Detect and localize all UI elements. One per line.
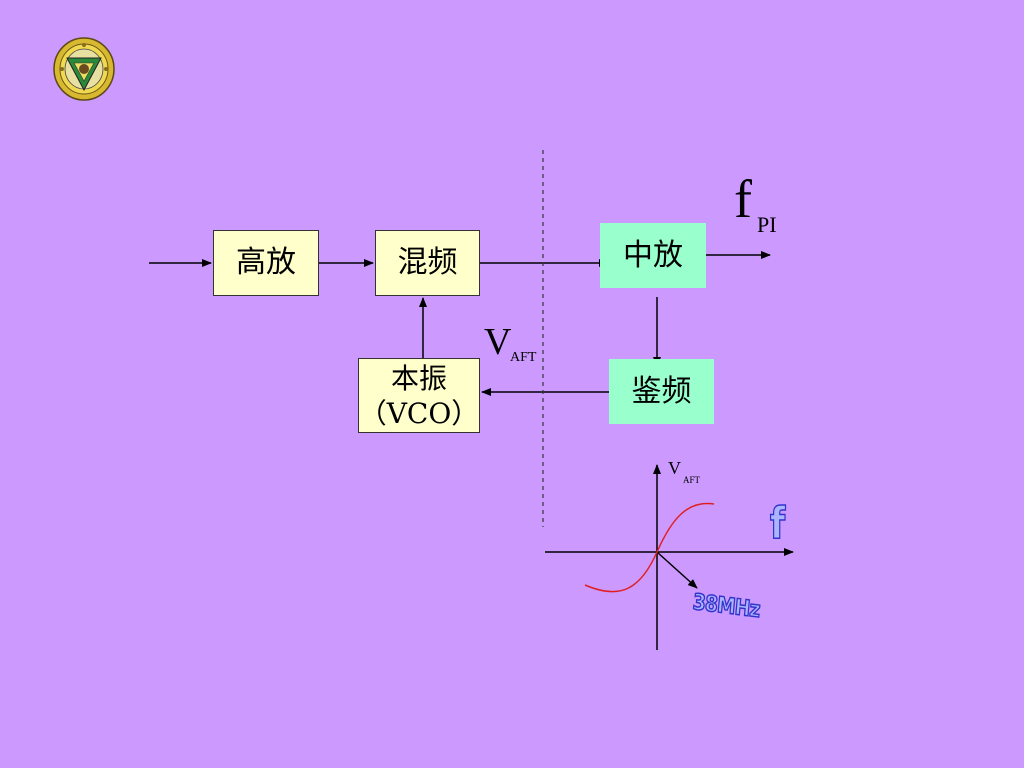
curve-y-axis-label: V: [668, 458, 681, 478]
rf-amp-label: 高放: [236, 245, 296, 280]
local-oscillator-block: 本振 （VCO）: [358, 358, 480, 433]
local-oscillator-label: 本振: [390, 361, 447, 395]
fpi-subscript: PI: [757, 212, 777, 237]
vaft-subscript: AFT: [510, 350, 537, 365]
signal-arrows: [149, 251, 771, 396]
discriminator-block: 鉴频: [609, 359, 714, 424]
center-freq-arrow: [656, 551, 698, 589]
fpi-symbol: f: [734, 169, 752, 229]
school-emblem-icon: [53, 37, 115, 101]
if-amp-label: 中放: [623, 237, 683, 273]
discriminator-label: 鉴频: [631, 373, 692, 409]
mixer-label: 混频: [397, 245, 458, 280]
vco-label: （VCO）: [358, 396, 480, 430]
rf-amp-block: 高放: [213, 230, 319, 296]
vaft-symbol: V: [484, 321, 512, 363]
curve-x-axis-label: f: [769, 497, 786, 550]
s-curve: [584, 502, 715, 593]
discriminator-curve-axes: [545, 464, 794, 650]
if-amp-block: 中放: [600, 223, 706, 288]
curve-y-axis-subscript: AFT: [683, 475, 701, 485]
mixer-block: 混频: [375, 230, 480, 296]
